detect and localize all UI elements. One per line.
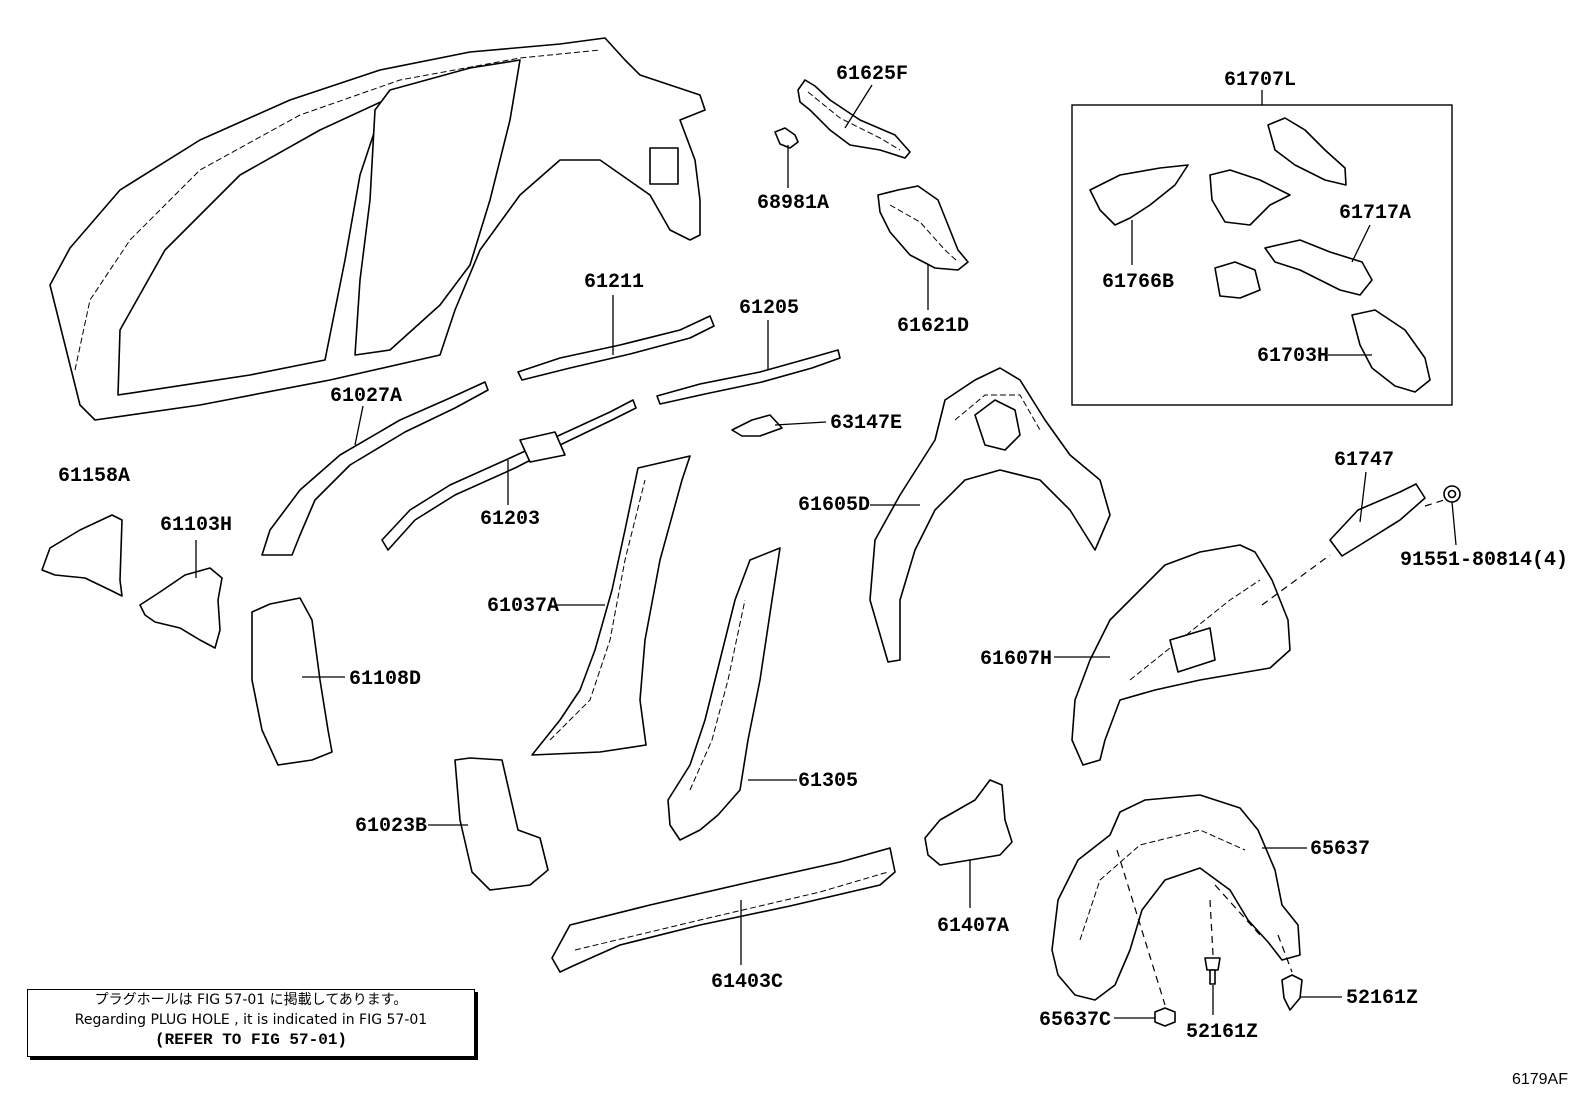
label-61037A: 61037A [487, 595, 559, 618]
part-52161Z-clip[interactable] [1281, 974, 1303, 1011]
label-61703H: 61703H [1257, 345, 1329, 368]
part-61607H[interactable] [1071, 544, 1291, 766]
label-61023B: 61023B [355, 815, 427, 838]
label-61158A: 61158A [58, 465, 130, 488]
part-52161Z-bolt[interactable] [1204, 957, 1221, 985]
part-65637C-nut[interactable] [1154, 1007, 1176, 1027]
part-63147E[interactable] [731, 414, 783, 437]
callout-labels: 61625F 68981A 61621D 61707L 61717A 61766… [58, 63, 1568, 1044]
part-61407A[interactable] [924, 779, 1013, 866]
part-61203[interactable] [381, 399, 637, 551]
part-61403C[interactable] [551, 847, 896, 973]
part-61027A[interactable] [261, 381, 489, 556]
part-68981A[interactable] [774, 127, 799, 149]
label-65637: 65637 [1310, 838, 1370, 861]
part-61625F[interactable] [797, 79, 911, 159]
label-61027A: 61027A [330, 385, 402, 408]
label-61625F: 61625F [836, 63, 908, 86]
part-61747[interactable] [1329, 483, 1426, 557]
label-63147E: 63147E [830, 412, 902, 435]
label-61766B: 61766B [1102, 271, 1174, 294]
label-61203: 61203 [480, 508, 540, 531]
label-61407A: 61407A [937, 915, 1009, 938]
assembly-lines [1116, 499, 1445, 1006]
part-body-side-outer[interactable] [49, 37, 706, 421]
label-52161Z-right: 52161Z [1346, 987, 1418, 1010]
label-61205: 61205 [739, 297, 799, 320]
label-61103H: 61103H [160, 514, 232, 537]
label-61305: 61305 [798, 770, 858, 793]
label-61607H: 61607H [980, 648, 1052, 671]
part-61205[interactable] [656, 349, 841, 405]
part-61305[interactable] [667, 547, 781, 841]
note-japanese: プラグホールは FIG 57-01 に掲載してあります。 [94, 992, 408, 1008]
label-68981A: 68981A [757, 192, 829, 215]
label-61707L: 61707L [1224, 69, 1296, 92]
figure-code: 6179AF [1511, 1071, 1568, 1088]
label-65637C: 65637C [1039, 1009, 1111, 1032]
label-52161Z-bottom: 52161Z [1186, 1021, 1258, 1044]
label-61621D: 61621D [897, 315, 969, 338]
part-61103H[interactable] [139, 567, 223, 649]
reference-note: プラグホールは FIG 57-01 に掲載してあります。 Regarding P… [27, 989, 475, 1057]
part-61108D[interactable] [251, 597, 333, 766]
note-refer: (REFER TO FIG 57-01) [154, 1031, 348, 1049]
part-61037A[interactable] [531, 455, 691, 756]
label-61605D: 61605D [798, 494, 870, 517]
part-61023B[interactable] [454, 757, 549, 891]
part-61621D[interactable] [877, 185, 969, 271]
part-91551-bolt[interactable] [1443, 485, 1461, 503]
label-61747: 61747 [1334, 449, 1394, 472]
part-65637-liner[interactable] [1051, 794, 1301, 1001]
leader-lines [195, 84, 1457, 1019]
note-english: Regarding PLUG HOLE , it is indicated in… [74, 1012, 428, 1028]
label-61211: 61211 [584, 271, 644, 294]
label-91551-80814: 91551-80814(4) [1400, 549, 1568, 572]
part-61158A[interactable] [41, 514, 123, 597]
group-box-61707L [1071, 104, 1453, 406]
part-61211[interactable] [517, 315, 715, 381]
label-61108D: 61108D [349, 668, 421, 691]
label-61717A: 61717A [1339, 202, 1411, 225]
label-61403C: 61403C [711, 971, 783, 994]
part-61605D[interactable] [869, 367, 1111, 663]
